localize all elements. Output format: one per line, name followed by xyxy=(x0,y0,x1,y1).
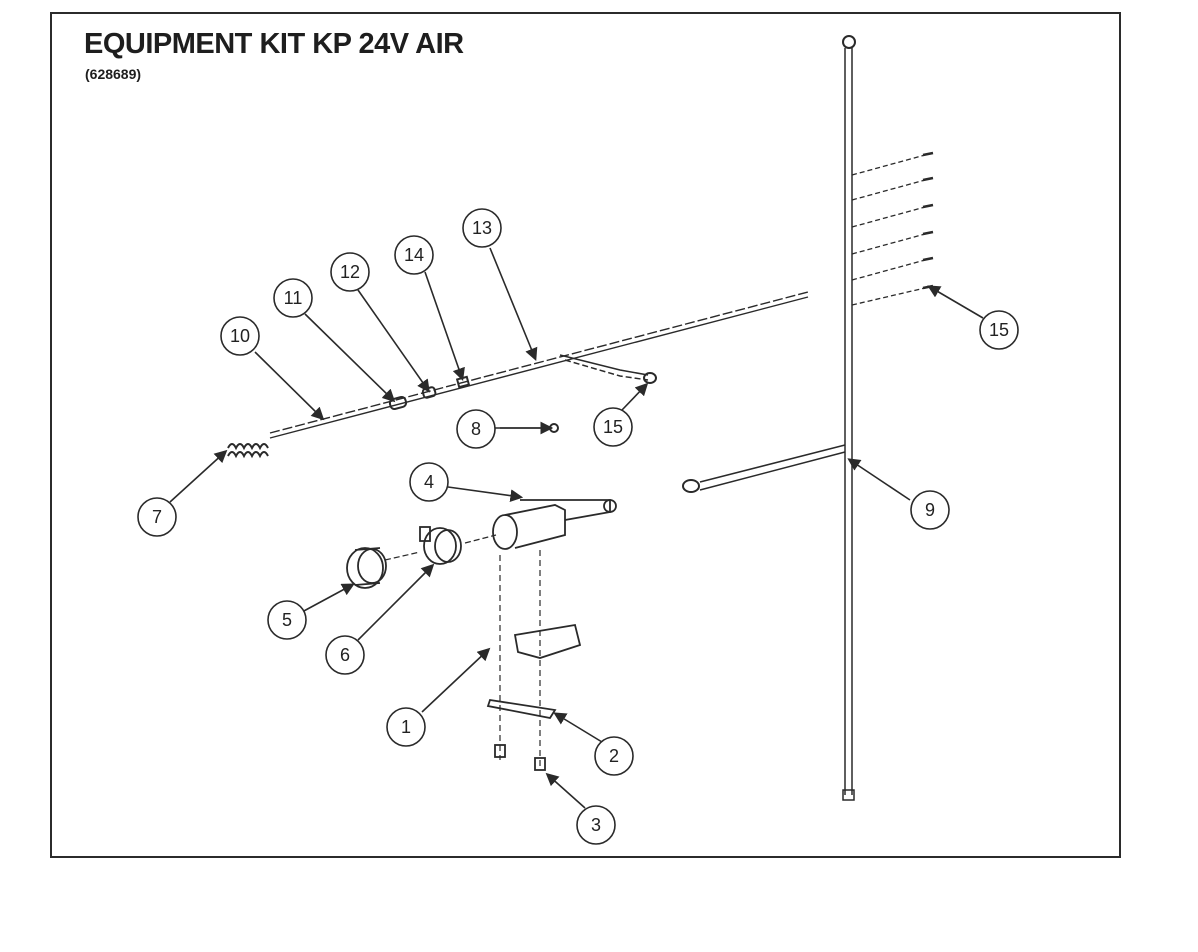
callout-15-upper: 15 xyxy=(979,310,1019,350)
callout-3: 3 xyxy=(576,805,616,845)
callout-6: 6 xyxy=(325,635,365,675)
leader-lines xyxy=(169,247,984,809)
callout-label: 8 xyxy=(471,419,481,439)
callout-11: 11 xyxy=(273,278,313,318)
callout-label: 11 xyxy=(284,288,303,308)
callout-15-lower: 15 xyxy=(593,407,633,447)
callout-14: 14 xyxy=(394,235,434,275)
callout-4: 4 xyxy=(409,462,449,502)
part-number: (628689) xyxy=(85,66,142,82)
callout-label: 4 xyxy=(424,472,434,492)
callout-label: 2 xyxy=(609,746,619,766)
callout-label: 6 xyxy=(340,645,350,665)
callout-label: 14 xyxy=(404,245,424,265)
callout-label: 7 xyxy=(152,507,162,527)
callout-7: 7 xyxy=(137,497,177,537)
callout-label: 10 xyxy=(230,326,250,346)
callout-label: 13 xyxy=(472,218,492,238)
callout-5: 5 xyxy=(267,600,307,640)
callout-label: 3 xyxy=(591,815,601,835)
callout-label: 12 xyxy=(340,262,360,282)
callout-1: 1 xyxy=(386,707,426,747)
callout-label: 5 xyxy=(282,610,292,630)
vertical-harness xyxy=(682,35,934,801)
callout-label: 15 xyxy=(603,417,623,437)
diagram-frame xyxy=(50,12,1121,858)
callout-2: 2 xyxy=(594,736,634,776)
callout-label: 1 xyxy=(401,717,411,737)
callout-8: 8 xyxy=(456,409,496,449)
callout-10: 10 xyxy=(220,316,260,356)
callout-13: 13 xyxy=(462,208,502,248)
callout-label: 15 xyxy=(989,320,1009,340)
callout-label: 9 xyxy=(925,500,935,520)
callout-9: 9 xyxy=(910,490,950,530)
valve-assembly xyxy=(346,499,617,771)
diagram-title: EQUIPMENT KIT KP 24V AIR xyxy=(84,28,464,60)
callout-12: 12 xyxy=(330,252,370,292)
